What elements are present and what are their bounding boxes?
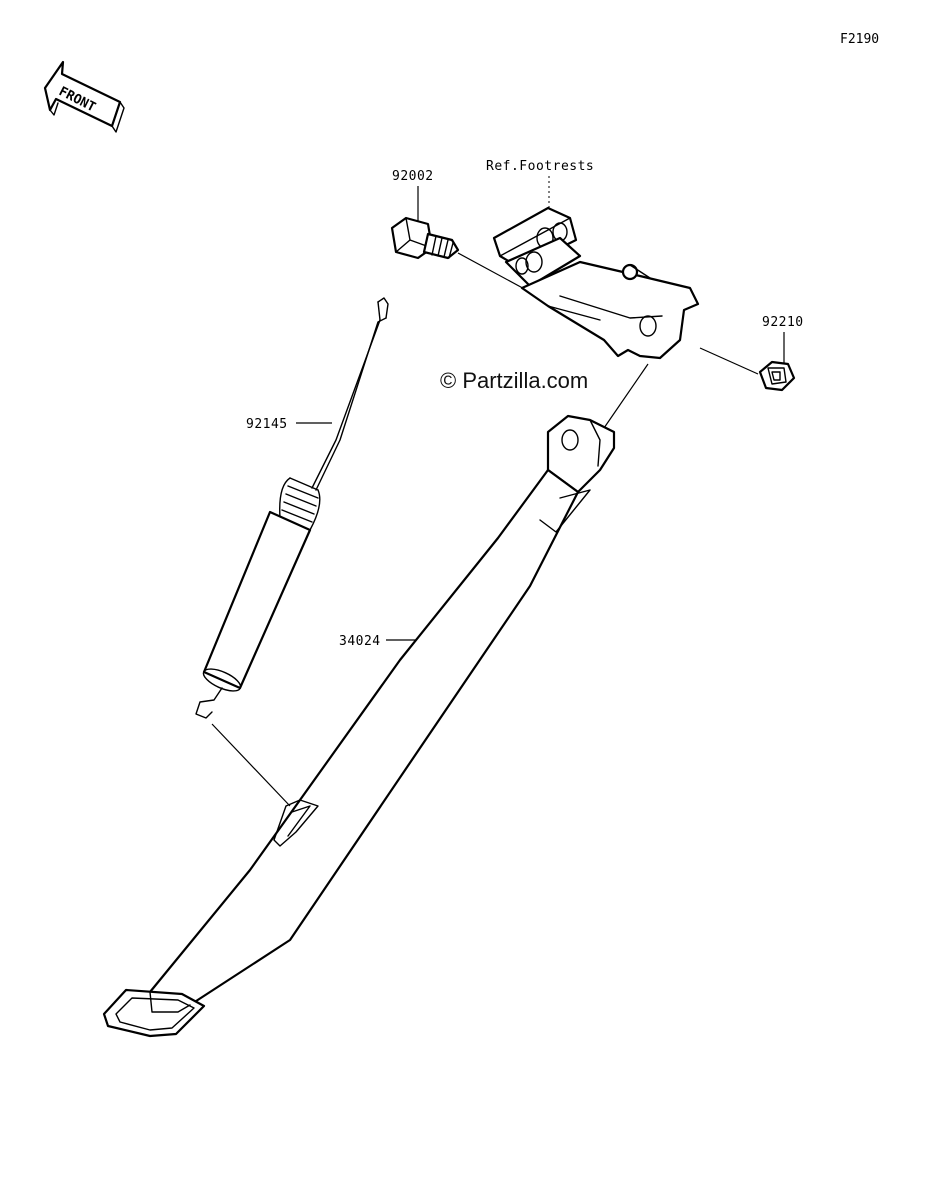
figure-code: F2190 [840,32,879,47]
watermark: © Partzilla.com [440,368,588,393]
part-label-92002: 92002 [392,169,434,184]
part-label-92210: 92210 [762,315,804,330]
spring-icon [195,297,389,719]
nut-icon [758,360,796,392]
bolt-icon [390,216,460,260]
side-stand-icon [102,414,616,1038]
part-label-34024: 34024 [339,634,381,649]
footrest-bracket-icon [492,206,700,360]
ref-footrests-label: Ref.Footrests [486,159,594,174]
front-arrow-icon: FRONT [43,60,125,133]
part-label-92145: 92145 [246,417,288,432]
